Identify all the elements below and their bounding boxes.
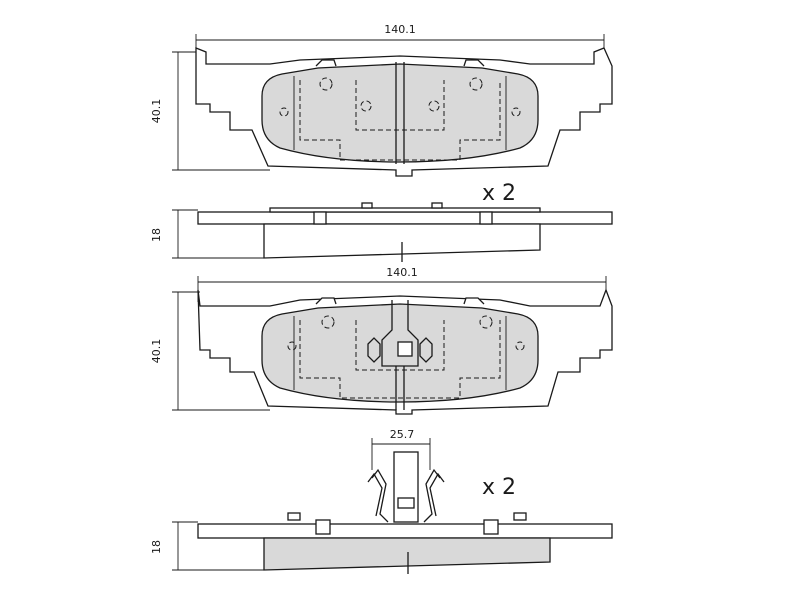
bottom-clip-wing-left [367, 337, 381, 363]
top-pin-right [428, 100, 440, 112]
bottom-clip-body [381, 300, 419, 367]
top-pad-side-view: 18 [150, 202, 613, 262]
top-dot-right [511, 107, 521, 117]
bottom-side-tab-left [287, 512, 301, 521]
top-hole-right [469, 77, 483, 91]
bottom-height-dim-label: 40.1 [150, 339, 163, 364]
top-side-plate [197, 211, 613, 225]
bottom-clip-wing-right [419, 337, 433, 363]
bottom-width-dim-label: 140.1 [386, 266, 418, 279]
top-side-clip-left [313, 211, 327, 225]
top-hole-left [319, 77, 333, 91]
clip-spring-arm-left [371, 468, 389, 523]
top-quantity-label: x 2 [482, 181, 516, 206]
bottom-dot-left [287, 341, 297, 351]
top-side-tab-right [431, 202, 443, 209]
bottom-tab-right [463, 297, 485, 305]
top-friction-pad [261, 63, 539, 163]
top-thickness-dim-label: 18 [150, 228, 163, 242]
top-width-dim-label: 140.1 [384, 23, 416, 36]
bottom-clip-square [397, 341, 413, 357]
bottom-hidden-outline [299, 320, 501, 399]
top-side-shim [269, 207, 541, 213]
top-dot-left [279, 107, 289, 117]
clip-spring-arm-right-inner [429, 472, 445, 517]
clip-spring-arm-left-inner [367, 472, 383, 517]
top-side-clip-right [479, 211, 493, 225]
clip-spring-window [397, 497, 415, 509]
bottom-thickness-dim-label: 18 [150, 540, 163, 554]
clip-spring-arm-right [423, 468, 441, 523]
bottom-side-clip-right [483, 519, 499, 535]
top-hidden-inner [355, 80, 445, 131]
bottom-side-clip-left [315, 519, 331, 535]
top-pin-left [360, 100, 372, 112]
clip-width-dim-label: 25.7 [390, 428, 415, 441]
bottom-pad-front-view: 140.1 40.1 [150, 266, 613, 415]
bottom-dot-right [515, 341, 525, 351]
bottom-hole-left [321, 315, 335, 329]
top-side-tab-left [361, 202, 373, 209]
clip-spring-body [393, 451, 419, 523]
bottom-side-tab-right [513, 512, 527, 521]
bottom-hidden-inner [355, 320, 445, 371]
bottom-side-plate [197, 523, 613, 539]
bottom-side-friction [263, 537, 551, 571]
top-height-dim-label: 40.1 [150, 99, 163, 124]
top-tab-right [463, 59, 485, 67]
top-tab-left [315, 59, 337, 67]
bottom-tab-left [315, 297, 337, 305]
bottom-pad-side-view: 25.7 x 2 18 [150, 428, 613, 574]
top-pad-front-view: 140.1 40.1 [150, 23, 613, 177]
top-side-friction [263, 223, 541, 259]
top-hidden-outline [299, 80, 501, 161]
bottom-quantity-label: x 2 [482, 475, 516, 500]
bottom-hole-right [479, 315, 493, 329]
